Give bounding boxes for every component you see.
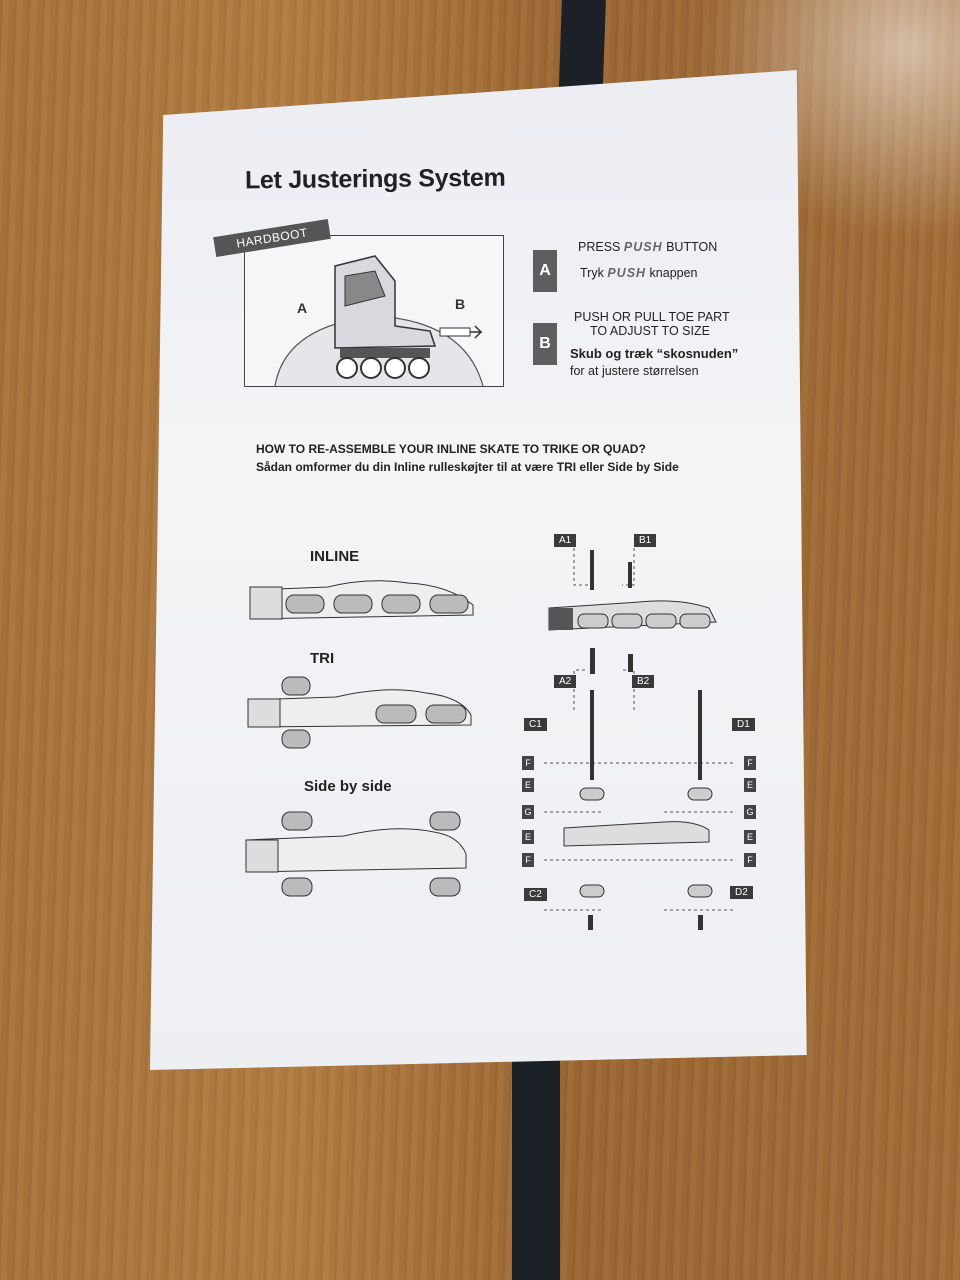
inline-skate-drawing xyxy=(249,580,474,620)
part-f-right-bottom: F xyxy=(744,853,756,867)
part-f-left-top: F xyxy=(522,756,534,770)
part-e-right-top: E xyxy=(744,778,756,792)
tri-skate-drawing xyxy=(247,676,472,749)
instruction-sheet: Let Justerings System A B HARDBOOT A PRE… xyxy=(150,70,807,1070)
part-g-left: G xyxy=(522,805,534,819)
inline-label: INLINE xyxy=(310,548,360,565)
skate-adjust-figure: A B xyxy=(244,235,504,387)
step-a-marker: A xyxy=(533,250,557,292)
skate-drawing xyxy=(274,255,484,387)
part-e-left-bottom: E xyxy=(522,830,534,844)
part-e-right-bottom: E xyxy=(744,830,756,844)
part-e-left-top: E xyxy=(522,778,534,792)
document-title: Let Justerings System xyxy=(244,163,506,195)
part-b1: B1 xyxy=(634,534,657,547)
side-by-side-skate-drawing xyxy=(245,811,467,897)
step-b-marker: B xyxy=(533,323,557,365)
part-a1: A1 xyxy=(554,534,577,547)
step-b-line-1: PUSH OR PULL TOE PART xyxy=(574,310,730,324)
tri-label: TRI xyxy=(310,650,335,667)
part-f-right-top: F xyxy=(744,756,756,770)
assembly-diagram: A1 B1 A2 B2 C1 D1 F E G E F F E G E F C2… xyxy=(522,530,784,930)
part-a2: A2 xyxy=(554,675,577,688)
side-by-side-label: Side by side xyxy=(304,778,392,795)
step-b-line-2: TO ADJUST TO SIZE xyxy=(590,324,710,338)
assembly-lines xyxy=(544,548,734,930)
part-c1: C1 xyxy=(524,718,547,731)
part-d1: D1 xyxy=(732,718,755,731)
part-g-right: G xyxy=(744,805,756,819)
figure-marker-b: B xyxy=(455,296,466,312)
step-a-danish: Tryk PUSH knappen xyxy=(580,266,698,280)
step-b-danish-1: Skub og træk “skosnuden” xyxy=(570,346,739,361)
part-f-left-bottom: F xyxy=(522,853,534,867)
part-d2: D2 xyxy=(730,886,753,899)
table-gap-bottom xyxy=(512,1060,560,1280)
part-c2: C2 xyxy=(524,888,547,901)
question-danish: Sådan omformer du din Inline rulleskøjte… xyxy=(256,460,679,474)
part-b2: B2 xyxy=(632,675,655,688)
figure-marker-a: A xyxy=(297,300,308,316)
question-english: HOW TO RE-ASSEMBLE YOUR INLINE SKATE TO … xyxy=(256,442,646,456)
step-b-danish-2: for at justere størrelsen xyxy=(570,364,699,378)
step-a-text: PRESS PUSH BUTTON xyxy=(578,240,718,254)
